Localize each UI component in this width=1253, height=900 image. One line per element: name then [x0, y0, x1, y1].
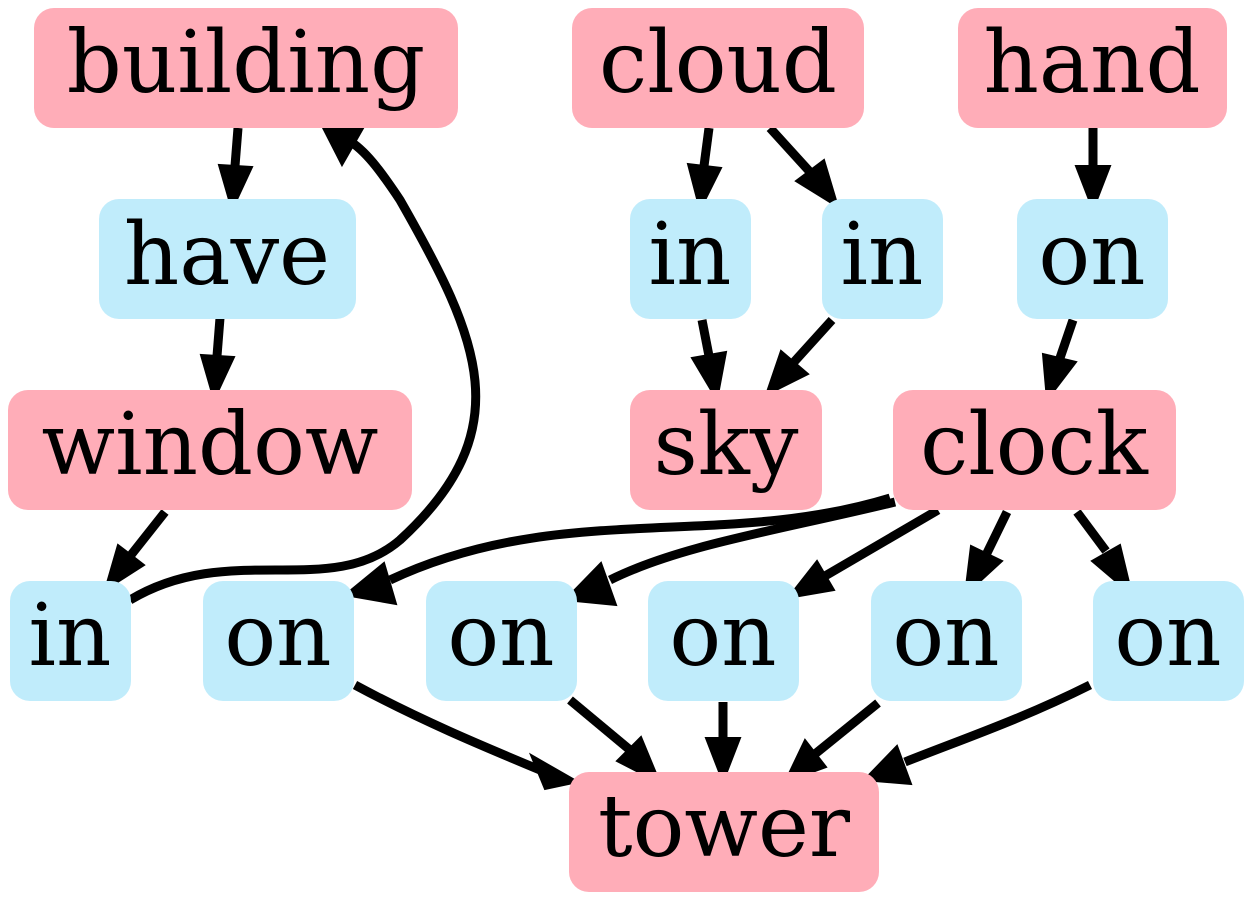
edge-on1-tower: [352, 681, 581, 791]
node-on-1-label: on: [224, 586, 331, 686]
node-clock-label: clock: [920, 395, 1149, 495]
node-sky-box: [630, 390, 822, 510]
node-on-3-box: [648, 581, 799, 701]
edge-hand-on: [1074, 128, 1112, 213]
node-tower-box: [569, 772, 879, 892]
edge-clock-on1: [342, 493, 892, 606]
node-on-4: on: [871, 581, 1022, 701]
node-on-3: on: [648, 581, 799, 701]
nodes: building cloud hand have in in on windo: [8, 8, 1244, 892]
node-in-cloud-1-box: [630, 199, 751, 319]
node-window-label: window: [42, 395, 379, 495]
node-have-label: have: [124, 205, 330, 305]
node-on-5-label: on: [1114, 586, 1221, 686]
node-cloud-box: [572, 8, 864, 128]
node-in-cloud-2-label: in: [841, 205, 924, 305]
node-in-window: in: [10, 581, 131, 701]
node-on-1: on: [203, 581, 354, 701]
node-tower: tower: [569, 772, 879, 892]
node-window-box: [8, 390, 412, 510]
node-hand-box: [958, 8, 1227, 128]
node-on-hand: on: [1017, 199, 1168, 319]
edge-clock-on2: [562, 497, 897, 607]
node-have: have: [99, 199, 356, 319]
edge-cloud-in1: [686, 127, 723, 213]
node-tower-label: tower: [598, 777, 851, 877]
node-hand: hand: [958, 8, 1227, 128]
edge-clock-on3: [785, 506, 941, 600]
node-on-5: on: [1093, 581, 1244, 701]
node-have-box: [99, 199, 356, 319]
edge-in-building: [127, 116, 481, 604]
edges: [103, 116, 1134, 791]
node-in-cloud-1-label: in: [649, 205, 732, 305]
node-sky: sky: [630, 390, 822, 510]
node-on-2-box: [426, 581, 577, 701]
node-on-2-label: on: [447, 586, 554, 686]
node-cloud-label: cloud: [599, 13, 837, 113]
node-on-hand-box: [1017, 199, 1168, 319]
node-building-label: building: [67, 13, 425, 113]
node-on-4-box: [871, 581, 1022, 701]
edge-on-clock: [1041, 318, 1078, 403]
node-on-1-box: [203, 581, 354, 701]
edge-building-have: [217, 127, 254, 213]
edge-cloud-in2: [766, 124, 840, 210]
edge-on2-tower: [567, 696, 662, 786]
edge-on4-tower: [783, 699, 881, 784]
edge-on3-tower: [704, 702, 742, 785]
node-window: window: [8, 390, 412, 510]
node-in-window-box: [10, 581, 131, 701]
node-in-window-label: in: [29, 586, 112, 686]
node-on-5-box: [1093, 581, 1244, 701]
node-clock: clock: [893, 390, 1176, 510]
node-on-hand-label: on: [1038, 205, 1145, 305]
node-on-4-label: on: [892, 586, 999, 686]
edge-in1-sky: [690, 319, 728, 403]
edge-in2-sky: [764, 316, 836, 397]
edge-have-window: [199, 317, 236, 403]
node-in-cloud-2-box: [822, 199, 943, 319]
node-in-cloud-1: in: [630, 199, 751, 319]
node-in-cloud-2: in: [822, 199, 943, 319]
edge-window-in: [103, 509, 169, 593]
node-cloud: cloud: [572, 8, 864, 128]
edge-on5-tower: [861, 680, 1093, 786]
node-on-2: on: [426, 581, 577, 701]
node-building-box: [34, 8, 458, 128]
node-hand-label: hand: [983, 13, 1200, 113]
node-building: building: [34, 8, 458, 128]
node-on-3-label: on: [669, 586, 776, 686]
node-clock-box: [893, 390, 1176, 510]
node-sky-label: sky: [654, 395, 799, 495]
